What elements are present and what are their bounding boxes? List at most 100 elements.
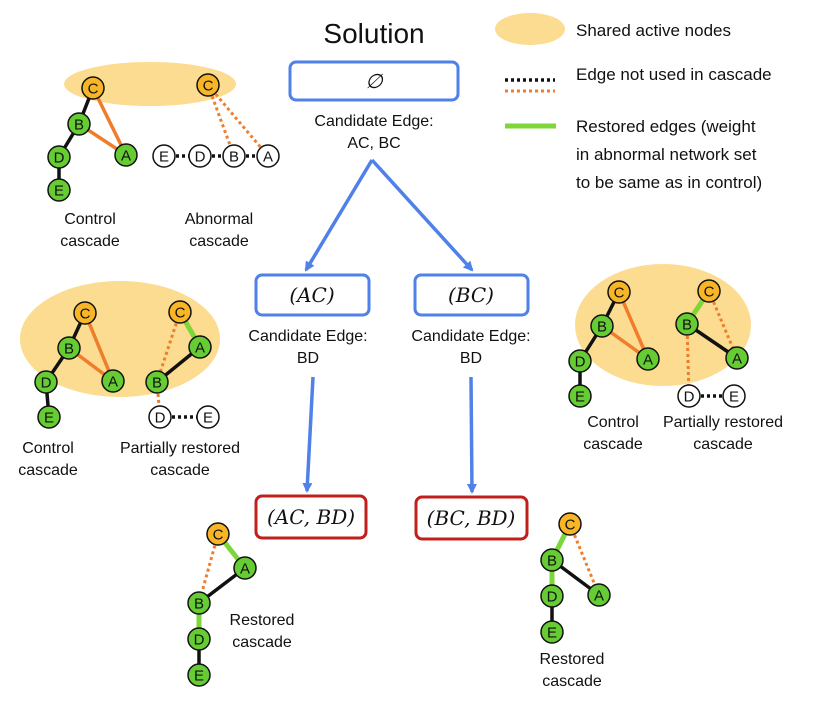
right-control-node-e: E: [568, 384, 592, 408]
top-abnormal-node-a-label: A: [263, 149, 273, 166]
right-partial-node-d-label: D: [684, 389, 695, 406]
caption-partial-left-2: cascade: [150, 462, 210, 479]
top-abnormal-node-d-label: D: [195, 149, 206, 166]
arrow-root-to-left: [304, 159, 374, 272]
left-leaf-node: (AC, BD): [254, 494, 368, 540]
caption-control-top-2: cascade: [60, 233, 120, 250]
right-partial-node-e: E: [722, 384, 746, 408]
diagram-title: Solution: [323, 18, 424, 49]
right-restored-node-e: E: [540, 620, 564, 644]
left-branch-candidate-line-1: Candidate Edge:: [248, 328, 367, 345]
left-restored-node-e-label: E: [194, 668, 204, 685]
caption-restored-left-2: cascade: [232, 634, 292, 651]
left-branch-candidate-line-2: BD: [297, 350, 319, 367]
left-partial-node-d: D: [148, 405, 172, 429]
caption-partial-left-1: Partially restored: [120, 440, 240, 457]
right-partial-node-a: A: [725, 346, 749, 370]
top-abnormal-node-b: B: [222, 144, 246, 168]
left-branch-label: (AC): [289, 283, 334, 307]
top-control-node-c: C: [81, 76, 105, 100]
left-control-node-b: B: [57, 336, 81, 360]
left-restored-node-d: D: [187, 627, 211, 651]
right-partial-node-a-label: A: [732, 351, 742, 368]
search-arrows: [302, 158, 477, 494]
left-restored-node-b-label: B: [194, 596, 204, 613]
arrow-root-to-right: [370, 158, 474, 272]
legend-shared-swatch: [495, 13, 565, 45]
right-partial-node-d: D: [677, 384, 701, 408]
right-restored-node-e-label: E: [547, 625, 557, 642]
left-partial-node-d-label: D: [155, 410, 166, 427]
top-abnormal-node-b-label: B: [229, 149, 239, 166]
caption-control-left-2: cascade: [18, 462, 78, 479]
left-control-node-e-label: E: [44, 410, 54, 427]
legend-shared-label: Shared active nodes: [576, 21, 731, 40]
right-partial-edge-ca: [707, 290, 739, 359]
left-restored-node-c: C: [206, 522, 230, 546]
caption-restored-right-1: Restored: [540, 651, 605, 668]
left-branch-box: [254, 273, 371, 317]
right-restored-node-a-label: A: [594, 588, 604, 605]
arrow-right-to-leaf: [466, 376, 477, 494]
root-node: ∅ Candidate Edge: AC, BC: [288, 60, 460, 152]
right-control-node-b-label: B: [597, 319, 607, 336]
right-control-node-e-label: E: [575, 389, 585, 406]
top-control-node-b-label: B: [74, 117, 84, 134]
left-control-node-a: A: [101, 369, 125, 393]
left-partial-node-a: A: [188, 335, 212, 359]
top-abnormal-edge-cb: [206, 84, 236, 157]
caption-partial-right-2: cascade: [693, 436, 753, 453]
right-branch-box: [413, 273, 530, 317]
top-control-node-c-label: C: [88, 81, 99, 98]
right-leaf-node: (BC, BD): [414, 495, 529, 541]
right-leaf-box: [414, 495, 529, 541]
left-restored-node-d-label: D: [194, 632, 205, 649]
right-restored-node-b: B: [540, 548, 564, 572]
root-box: [288, 60, 460, 102]
left-leaf-box: [254, 494, 368, 540]
legend-restored-line-3: to be same as in control): [576, 173, 762, 192]
right-branch-candidate-line-2: BD: [460, 350, 482, 367]
right-branch-label: (BC): [448, 283, 494, 307]
left-control-node-c: C: [73, 301, 97, 325]
top-abnormal-node-c: C: [196, 73, 220, 97]
root-candidate-line-1: Candidate Edge:: [314, 113, 433, 130]
right-restored-edge-ca: [568, 523, 601, 596]
top-abnormal-node-c-label: C: [203, 78, 214, 95]
left-restored-node-b: B: [187, 591, 211, 615]
right-branch-node: (BC) Candidate Edge: BD: [411, 273, 531, 367]
legend: Shared active nodes Edge not used in cas…: [505, 21, 772, 192]
left-restored-node-e: E: [187, 663, 211, 687]
right-control-node-c-label: C: [614, 285, 625, 302]
caption-control-right-1: Control: [587, 414, 639, 431]
top-control-node-b: B: [67, 112, 91, 136]
right-restored-node-c: C: [558, 512, 582, 536]
right-branch-candidate-line-1: Candidate Edge:: [411, 328, 530, 345]
shared-region-top: [64, 62, 236, 106]
left-control-node-b-label: B: [64, 341, 74, 358]
left-control-node-e: E: [37, 405, 61, 429]
top-control-node-a: A: [114, 143, 138, 167]
left-partial-edge-cb: [155, 311, 182, 383]
caption-abnormal-1: Abnormal: [185, 211, 253, 228]
left-leaf-label: (AC, BD): [267, 505, 355, 529]
right-partial-edge-bd: [685, 323, 691, 397]
left-control-node-c-label: C: [80, 306, 91, 323]
legend-unused-label: Edge not used in cascade: [576, 65, 772, 84]
right-partial-node-c-label: C: [704, 284, 715, 301]
left-partial-node-c: C: [168, 300, 192, 324]
right-partial-node-e-label: E: [729, 389, 739, 406]
caption-control-right-2: cascade: [583, 436, 643, 453]
right-partial-node-b-label: B: [682, 317, 692, 334]
top-control-node-a-label: A: [121, 148, 131, 165]
left-control-node-d-label: D: [41, 375, 52, 392]
left-restored-node-a: A: [233, 556, 257, 580]
right-control-node-d: D: [568, 349, 592, 373]
top-abnormal-node-d: D: [188, 144, 212, 168]
right-restored-node-d-label: D: [547, 589, 558, 606]
right-restored-node-c-label: C: [565, 517, 576, 534]
root-label: ∅: [365, 69, 384, 93]
caption-abnormal-2: cascade: [189, 233, 249, 250]
